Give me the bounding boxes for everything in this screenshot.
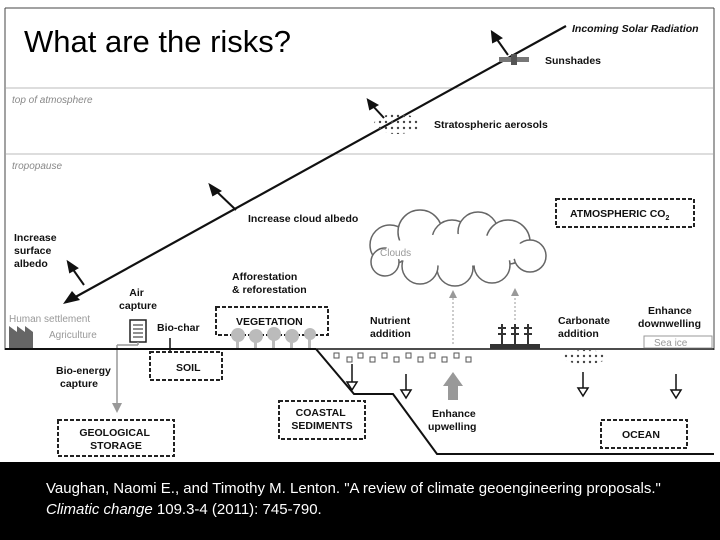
enhance-downwelling-label: Enhance downwelling xyxy=(638,305,701,330)
stratospheric-aerosols-label: Stratospheric aerosols xyxy=(434,119,548,131)
factory-icon xyxy=(9,326,33,350)
trees xyxy=(231,327,316,349)
human-settlement-label: Human settlement xyxy=(9,314,90,325)
capture-pipes xyxy=(116,342,139,405)
air-capture-label: Air capture xyxy=(119,287,157,312)
coastal-sediments-box xyxy=(278,400,366,440)
nutrient-addition-label: Nutrient addition xyxy=(370,315,413,340)
citation-text-after: 109.3-4 (2011): 745-790. xyxy=(152,501,322,518)
increase-surface-albedo-label: Increase surface albedo xyxy=(14,232,60,270)
geological-arrowhead xyxy=(112,403,122,413)
nutrient-particles xyxy=(333,352,472,363)
citation-caption: Vaughan, Naomi E., and Timothy M. Lenton… xyxy=(46,478,686,520)
dotted-upward-arrows xyxy=(452,292,516,344)
soil-box xyxy=(149,351,223,381)
geological-storage-label: GEOLOGICAL STORAGE xyxy=(79,427,152,452)
ocean-box xyxy=(600,419,688,449)
incoming-solar-radiation-label: Incoming Solar Radiation xyxy=(572,23,699,35)
carbonate-particles xyxy=(563,350,607,364)
slide: top of atmosphere tropopause Incoming So… xyxy=(0,0,720,462)
solar-radiation-line xyxy=(69,25,567,301)
geoengineering-diagram: top of atmosphere tropopause Incoming So… xyxy=(4,7,715,457)
upwelling-arrow xyxy=(443,372,463,400)
clouds-fill xyxy=(386,234,526,266)
sunshades-label: Sunshades xyxy=(545,55,601,67)
bio-energy-capture-label: Bio-energy capture xyxy=(56,365,114,390)
air-capture-device xyxy=(129,319,147,343)
agriculture-label: Agriculture xyxy=(49,330,97,341)
sunshade-hub xyxy=(511,54,517,65)
atmospheric-co2-box xyxy=(555,198,695,228)
ocean-floor xyxy=(315,348,714,455)
carbonate-addition-label: Carbonate addition xyxy=(558,315,613,340)
bio-char-label: Bio-char xyxy=(157,322,200,334)
sea-ice-label: Sea ice xyxy=(654,338,688,349)
increase-cloud-albedo-label: Increase cloud albedo xyxy=(248,213,358,225)
top-of-atmosphere-label: top of atmosphere xyxy=(12,95,93,106)
soil-label: SOIL xyxy=(176,362,201,374)
ocean-down-arrows xyxy=(345,364,683,400)
reflection-arrows xyxy=(66,29,509,286)
solar-radiation-arrowhead xyxy=(63,291,80,304)
tropopause-label: tropopause xyxy=(12,161,62,172)
citation-journal: Climatic change xyxy=(46,501,153,518)
atmospheric-co2-label: ATMOSPHERIC CO2 xyxy=(570,208,669,222)
platform-towers xyxy=(498,324,532,344)
ocean-platform xyxy=(490,344,540,349)
clouds-label: Clouds xyxy=(380,248,411,259)
vegetation-label: VEGETATION xyxy=(236,316,303,328)
dotted-arrowhead-left xyxy=(449,290,457,298)
slide-title: What are the risks? xyxy=(24,24,292,59)
aerosol-cloud xyxy=(374,114,420,134)
enhance-upwelling-label: Enhance upwelling xyxy=(428,408,479,433)
sea-ice-box xyxy=(643,335,713,349)
citation-text-before: Vaughan, Naomi E., and Timothy M. Lenton… xyxy=(46,480,661,497)
dotted-arrowhead-right xyxy=(511,288,519,296)
coastal-sediments-label: COASTAL SEDIMENTS xyxy=(291,407,352,432)
air-capture-slats xyxy=(133,324,143,338)
afforestation-label: Afforestation & reforestation xyxy=(232,271,307,296)
ocean-label: OCEAN xyxy=(622,429,660,441)
geological-storage-box xyxy=(57,419,175,457)
